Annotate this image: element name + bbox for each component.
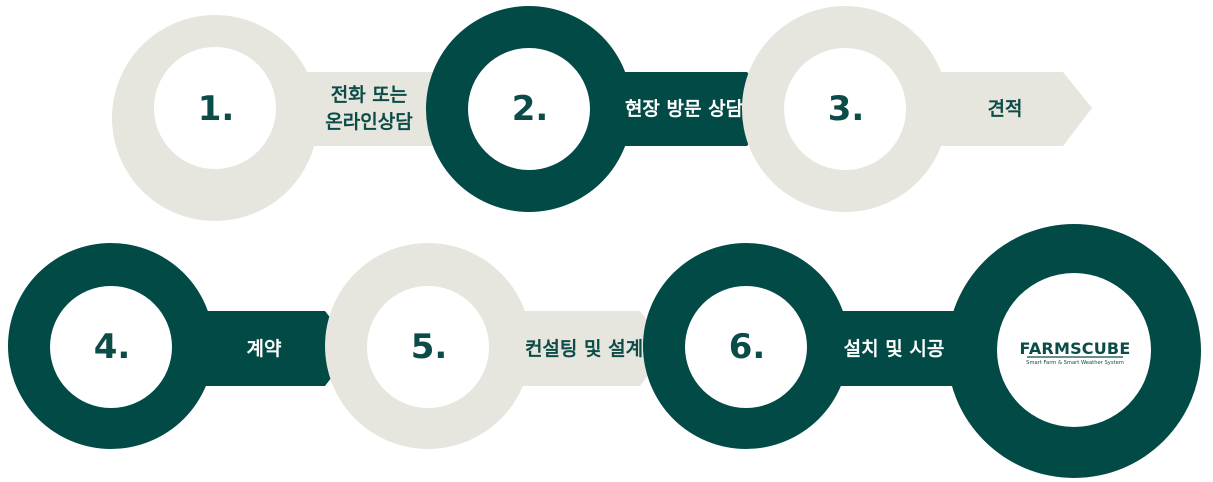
step-1-label-line-1: 전화 또는 [331,84,408,106]
step-3-number: 3. [828,89,865,129]
logo-inner-circle [997,273,1151,427]
step-6-label: 설치 및 시공 [844,338,945,360]
step-5: 5. 컨설팅 및 설계 [325,243,668,449]
step-4-number: 4. [94,327,131,367]
step-2-label: 현장 방문 상담 [625,98,744,120]
step-6: 6. 설치 및 시공 [643,243,978,449]
step-1-number: 1. [198,89,235,129]
step-3-label: 견적 [988,98,1023,120]
step-4-label: 계약 [247,338,282,360]
logo-tagline: Smart Farm & Smart Weather System [1026,360,1124,366]
step-2-inner-circle [468,48,590,170]
step-6-inner-circle [685,286,807,408]
step-3: 3. 견적 [741,5,1092,213]
step-4: 4. 계약 [8,243,354,449]
step-5-number: 5. [411,327,448,367]
logo-wordmark: FARMSCUBE [1020,339,1131,358]
step-1-inner-circle [154,47,276,169]
step-3-inner-circle [784,48,906,170]
step-5-label: 컨설팅 및 설계 [525,338,643,360]
step-2-number: 2. [512,89,549,129]
step-1-label-line-2: 온라인상담 [325,111,413,133]
step-6-number: 6. [729,327,766,367]
farmscube-logo-badge: FARMSCUBE Smart Farm & Smart Weather Sys… [947,224,1201,478]
step-1: 1. 전화 또는 온라인상담 [112,15,461,221]
step-5-inner-circle [367,286,489,408]
step-2: 2. 현장 방문 상담 [425,5,777,213]
step-4-inner-circle [50,286,172,408]
